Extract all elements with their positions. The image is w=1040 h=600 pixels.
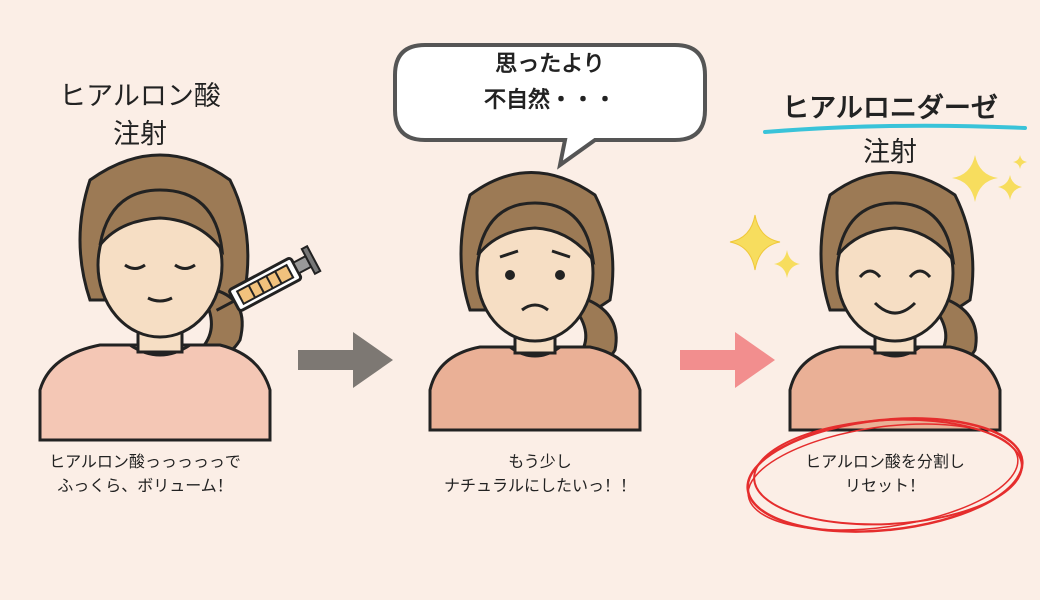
highlight-circle: [746, 417, 1024, 533]
title-underline: [763, 123, 1027, 134]
panel1-title: ヒアルロン酸 注射: [40, 78, 240, 154]
panel1-caption-line1: ヒアルロン酸っっっっっで: [49, 452, 241, 471]
woman-figure-1: [38, 153, 272, 442]
panel1-caption-line2: ふっくら、ボリューム！: [57, 476, 233, 495]
woman-figure-2: [428, 171, 642, 432]
panel2-caption-line2: ナチュラルにしたいっ！！: [443, 476, 636, 495]
panel3-title-line2: 注射: [863, 137, 917, 168]
panel1-title-line2: 注射: [113, 119, 167, 150]
woman-figure-3: [788, 171, 1002, 432]
arrow-right-icon: [680, 332, 775, 388]
panel2-caption: もう少し ナチュラルにしたいっ！！: [400, 450, 680, 498]
bubble-line2: 不自然・・・: [483, 88, 616, 113]
panel1-title-line1: ヒアルロン酸: [59, 81, 221, 112]
panel1-caption: ヒアルロン酸っっっっっで ふっくら、ボリューム！: [10, 450, 280, 498]
sparkle-icon: [729, 214, 800, 278]
speech-bubble-icon: [393, 43, 707, 170]
panel3-caption: ヒアルロン酸を分割し リセット！: [760, 450, 1010, 498]
syringe-icon: [215, 244, 322, 312]
speech-bubble-text: 思ったより 不自然・・・: [400, 47, 700, 119]
panel3-title-line1: ヒアルロニダーゼ: [782, 93, 998, 124]
arrow-right-icon: [298, 332, 393, 388]
sparkle-icon: [952, 155, 1027, 202]
bubble-line1: 思ったより: [495, 52, 605, 77]
panel3-caption-line2: リセット！: [844, 476, 925, 495]
panel2-caption-line1: もう少し: [508, 452, 572, 471]
panel3-caption-line1: ヒアルロン酸を分割し: [805, 452, 965, 471]
